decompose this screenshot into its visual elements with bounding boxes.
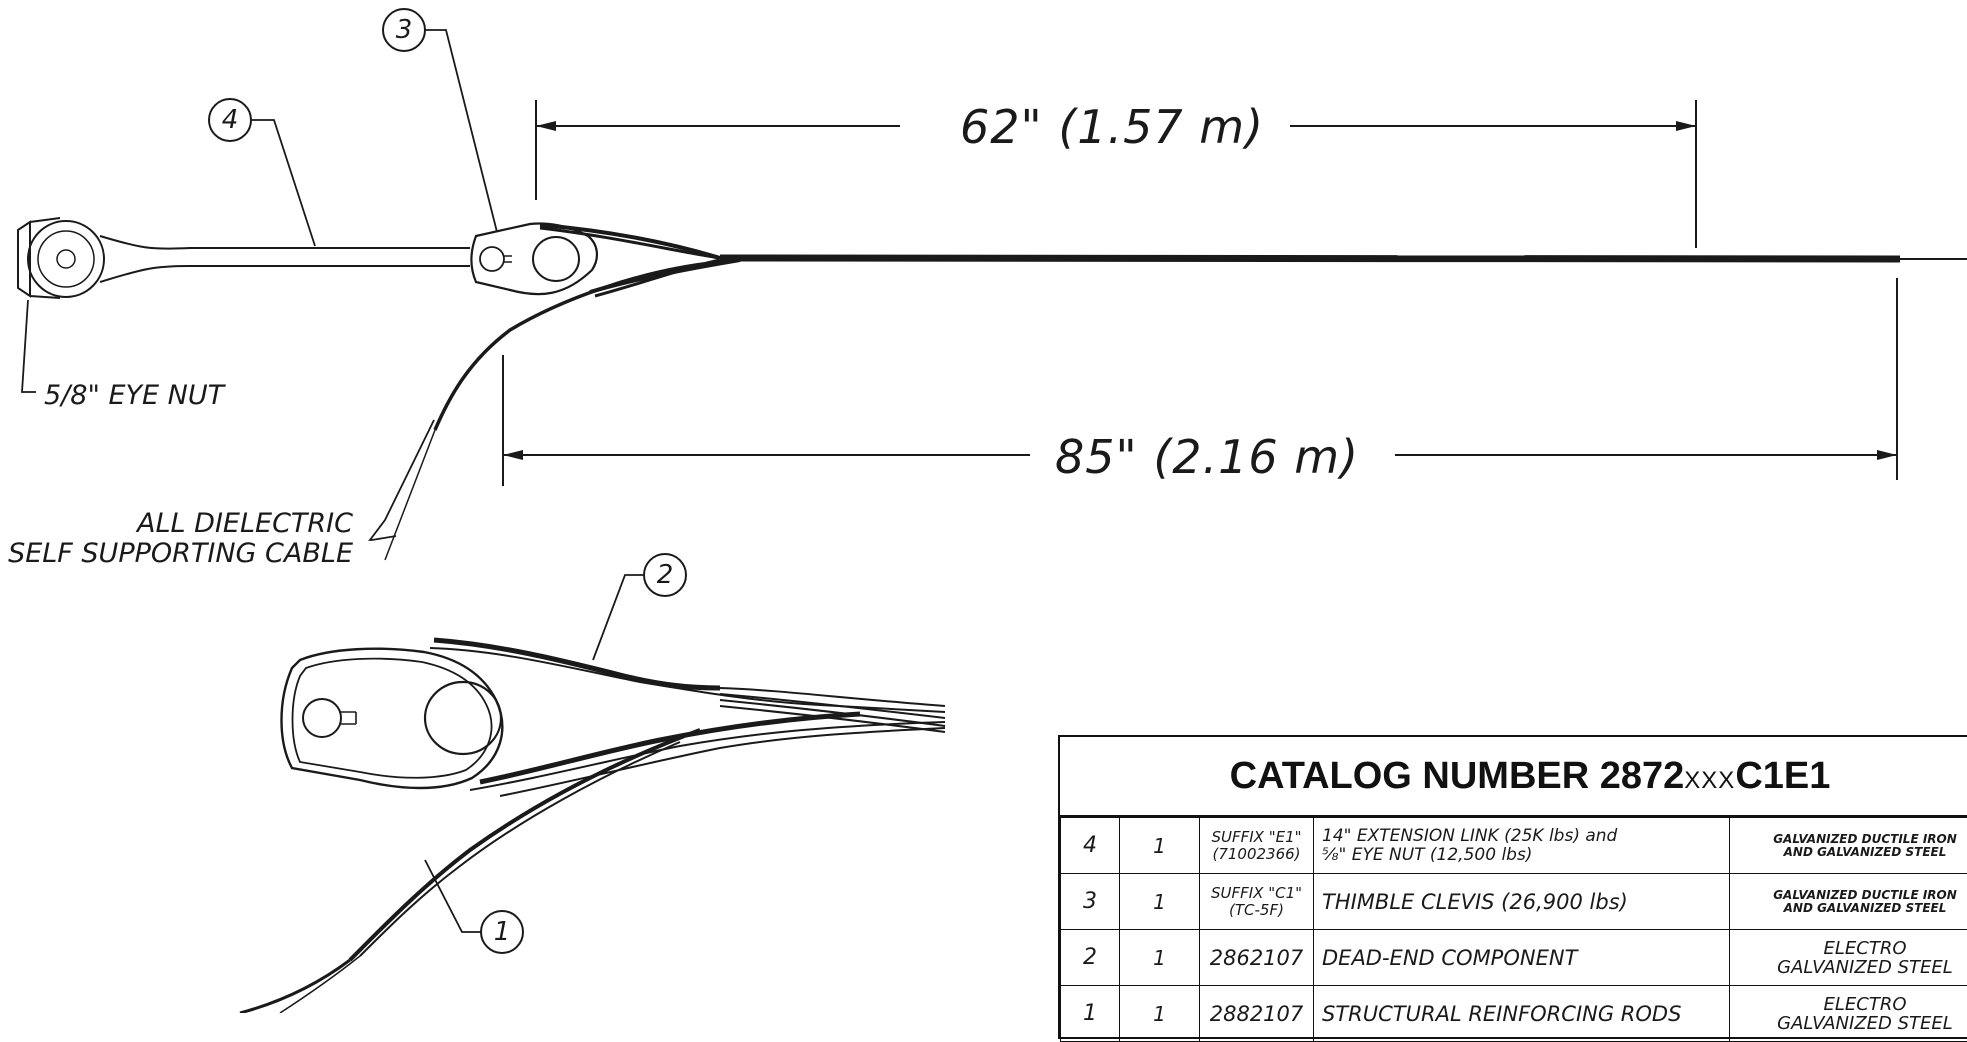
extension-link [100,236,470,282]
cable-note-line2: SELF SUPPORTING CABLE [8,538,353,569]
detail-top-wrap [434,640,720,688]
catalog-title-placeholder: XXX [1684,767,1735,794]
table-row: 4 1 SUFFIX "E1"(71002366) 14" EXTENSION … [1061,818,1967,874]
part-number: SUFFIX "C1"(TC-5F) [1200,874,1314,930]
item-number: 2 [1061,930,1120,986]
messenger-cable [720,258,1900,259]
eye-nut-note: 5/8" EYE NUT [44,380,227,411]
lead-off-cable [435,262,720,430]
part-number: 2862107 [1200,930,1314,986]
cable-note-line1: ALL DIELECTRIC [135,508,353,539]
item-number: 4 [1061,818,1120,874]
svg-text:3: 3 [396,15,413,45]
part-number: 2882107 [1200,986,1314,1042]
item-qty: 1 [1120,874,1200,930]
item-description: THIMBLE CLEVIS (26,900 lbs) [1314,874,1730,930]
table-row: 3 1 SUFFIX "C1"(TC-5F) THIMBLE CLEVIS (2… [1061,874,1967,930]
catalog-table: CATALOG NUMBER 2872XXXC1E1 4 1 SUFFIX "E… [1058,735,1967,1039]
svg-text:2: 2 [657,560,674,590]
svg-text:4: 4 [222,105,239,135]
detail-view [240,640,945,1013]
balloon-2: 2 [593,554,686,660]
item-number: 3 [1061,874,1120,930]
table-row: 1 1 2882107 STRUCTURAL REINFORCING RODS … [1061,986,1967,1042]
eye-nut-eye [28,221,104,297]
catalog-table-title: CATALOG NUMBER 2872XXXC1E1 [1060,737,1967,817]
dimension-62in-label: 62" (1.57 m) [960,100,1264,154]
item-qty: 1 [1120,818,1200,874]
svg-text:1: 1 [494,917,511,947]
catalog-title-suffix: C1E1 [1735,755,1830,797]
item-number: 1 [1061,986,1120,1042]
item-description: DEAD-END COMPONENT [1314,930,1730,986]
dimension-85in-label: 85" (2.16 m) [1055,430,1359,484]
catalog-title-prefix: CATALOG NUMBER 2872 [1230,755,1685,797]
part-number: SUFFIX "E1"(71002366) [1200,818,1314,874]
item-qty: 1 [1120,986,1200,1042]
item-description: STRUCTURAL REINFORCING RODS [1314,986,1730,1042]
item-qty: 1 [1120,930,1200,986]
balloon-3: 3 [383,9,497,232]
parts-list: 4 1 SUFFIX "E1"(71002366) 14" EXTENSION … [1060,817,1967,1042]
balloon-4: 4 [209,99,315,246]
